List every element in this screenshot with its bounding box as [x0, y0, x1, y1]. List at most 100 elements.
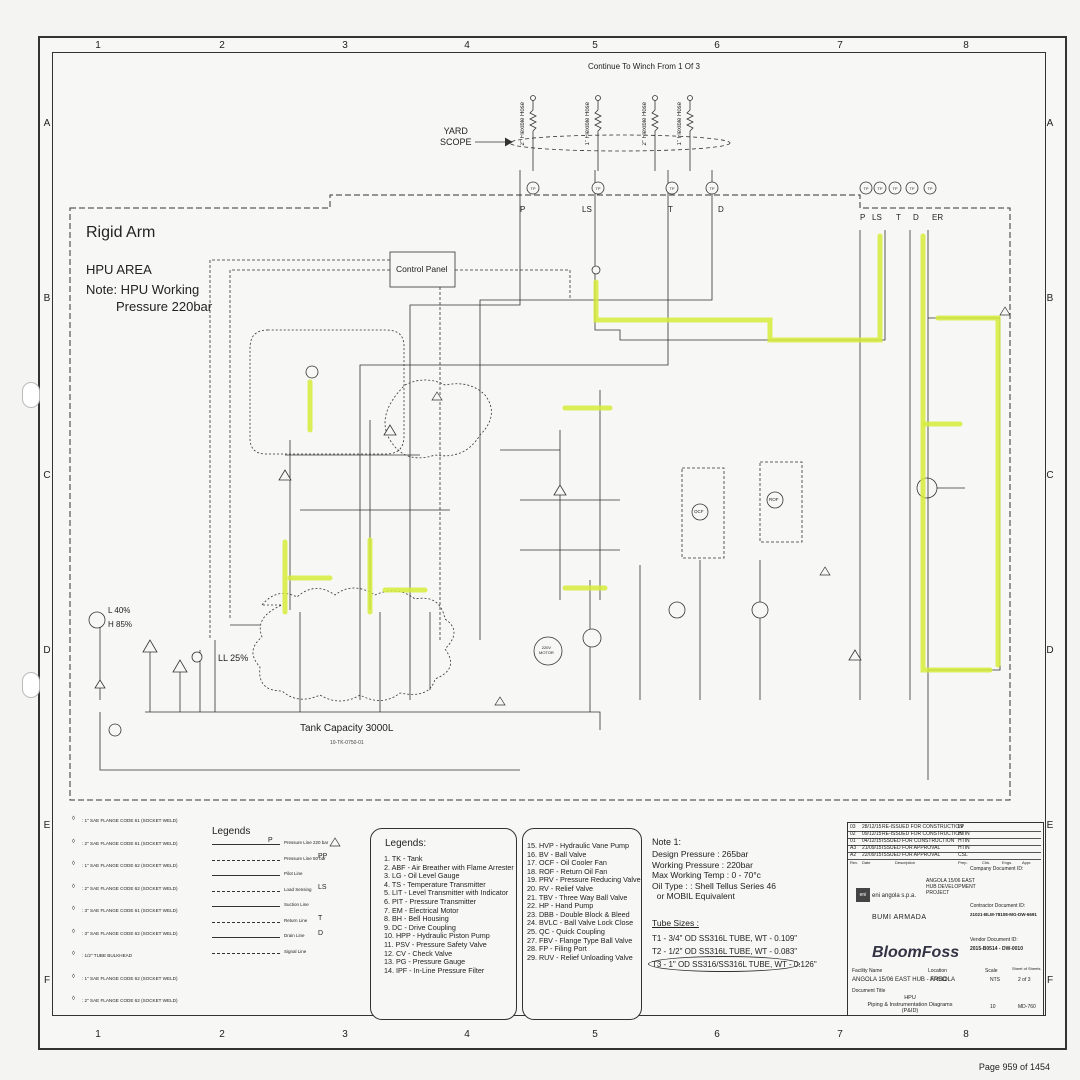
legend-line-code: LS — [318, 883, 327, 891]
flange-code-item: : 3" SAE FLANGE CODE 61 (SOCKET WELD) — [82, 908, 178, 913]
legend-line-sample — [212, 921, 280, 923]
column-header-bottom: 3 — [342, 1029, 348, 1040]
column-header-bottom: 6 — [714, 1029, 720, 1040]
legend-line-label: Return Line — [284, 917, 308, 923]
note1-line: Design Pressure : 265bar — [652, 849, 749, 859]
title-block — [847, 822, 1044, 1016]
continue-note: Continue To Winch From 1 Of 3 — [588, 62, 700, 71]
tp-label-top: D — [718, 205, 724, 214]
sheet-label: Sheet of Sheets — [1012, 966, 1041, 971]
tp-label-right: T — [896, 213, 901, 222]
legend-line-label: Pilot Line — [284, 871, 303, 876]
rev-number: 03 — [850, 824, 856, 830]
rev-number: 02 — [850, 831, 856, 837]
legend-line-code: P — [268, 837, 273, 844]
legend-line-sample — [212, 859, 280, 861]
abbr-item: 25. QC - Quick Coupling — [527, 926, 605, 936]
rev-description: RE-ISSUED FOR CONSTRUCTION — [882, 824, 963, 830]
abbr-item: 9. DC - Drive Coupling — [384, 922, 456, 932]
hpu-note-line2: Pressure 220bar — [116, 299, 213, 314]
scale-label: Scale — [985, 968, 998, 974]
svg-text:TP: TP — [892, 186, 897, 191]
abbr-item: 28. FP - Filing Port — [527, 944, 587, 954]
level-ll: LL 25% — [218, 653, 249, 663]
hpu-area-label: HPU AREA — [86, 262, 152, 277]
abbr-item: 4. TS - Temperature Transmitter — [384, 879, 486, 889]
abbr-item: 15. HVP - Hydraulic Vane Pump — [527, 841, 630, 850]
rev-row-divider — [848, 830, 1041, 832]
rev-header: Appr. — [1022, 860, 1032, 865]
tube-sizes-title: Tube Sizes : — [652, 918, 699, 928]
note1-line: Working Pressure : 220bar — [652, 859, 753, 870]
row-header-left: F — [43, 975, 51, 986]
rev-prepared-by: LP — [958, 824, 965, 830]
svg-text:TP: TP — [909, 186, 914, 191]
abbr-item: 22. HP - Hand Pump — [527, 901, 594, 911]
note1-line: or MOBIL Equivalent — [652, 891, 735, 901]
abbr-item: 23. DBB - Double Block & Bleed — [527, 909, 630, 919]
legend-line-label: Drain Line — [284, 933, 305, 938]
svg-text:TP: TP — [877, 186, 882, 191]
flange-code-item: : 1/2" TUBE BULKHEAD — [82, 953, 133, 958]
rev-header: Date — [862, 860, 871, 865]
note1-line: Max Working Temp : 0 - 70°c — [652, 870, 761, 880]
column-header-bottom: 4 — [464, 1029, 470, 1040]
tp-label-right: LS — [872, 213, 882, 222]
legend-line-sample — [212, 875, 280, 876]
tp-label-top: T — [668, 205, 673, 214]
abbr-item: 19. PRV - Pressure Reducing Valve — [527, 875, 641, 885]
doc-title-label: Document Title — [852, 988, 886, 994]
rev-header: Description — [895, 860, 916, 865]
rev-date: 22/09/15 — [862, 852, 882, 858]
flange-code-item: : 1" SAE FLANGE CODE 62 (SOCKET WELD) — [82, 863, 178, 868]
flange-symbol: ◊ — [72, 838, 75, 845]
legend-line-sample — [212, 844, 280, 845]
rev-number: A3 — [850, 845, 857, 851]
rev-description: ISSUED FOR APPROVAL — [882, 845, 941, 851]
abbr-item: 8. BH - Bell Housing — [384, 914, 449, 924]
binder-hole — [22, 382, 40, 408]
doc-title: HPU Piping & Instrumentation Diagrams (P… — [867, 995, 953, 1014]
contractor-doc: 21021-BLM-78108-MG-DW-6691 — [970, 912, 1037, 917]
column-header-top: 6 — [714, 40, 720, 51]
hose-label: 1" Flexible Hose — [677, 102, 683, 146]
note1-title: Note 1: — [652, 837, 682, 847]
company-doc-label: Company Document ID: — [970, 866, 1024, 872]
column-header-bottom: 2 — [219, 1029, 225, 1040]
rev-header: Prep. — [958, 860, 968, 865]
contractor-doc-label: Contractor Document ID: — [970, 903, 1026, 909]
row-header-left: E — [43, 820, 51, 831]
abbr-item: 7. EM - Electrical Motor — [384, 905, 459, 915]
hpu-note-line1: Note: HPU Working — [86, 282, 200, 297]
binder-hole — [22, 672, 40, 698]
contractor-name: BUMI ARMADA — [872, 914, 927, 921]
abbr-item: 5. LIT - Level Transmitter with Indicato… — [384, 888, 509, 898]
abbr-item: 21. TBV - Three Way Ball Valve — [527, 892, 628, 902]
abbr-item: 13. PG - Pressure Gauge — [384, 957, 466, 967]
column-header-top: 1 — [95, 40, 101, 51]
rev-header: Chk. — [982, 860, 991, 865]
rev-date: 09/12/15 — [862, 831, 882, 837]
hose-label: 2" Flexible Hose — [642, 102, 648, 146]
client-name: eni angola s.p.a. — [872, 893, 917, 899]
note1-line: Oil Type : : Shell Tellus Series 46 — [652, 880, 776, 891]
tp-label-right: D — [913, 213, 919, 222]
project-name: ANGOLA 15/06 EAST HUB DEVELOPMENT PROJEC… — [926, 878, 976, 896]
tube-size-item: T2 - 1/2" OD SS316L TUBE, WT - 0.083" — [652, 947, 798, 956]
rev-number: A2 — [850, 852, 857, 858]
abbr-item: 3. LG - Oil Level Gauge — [384, 871, 460, 881]
flange-symbol: ◊ — [72, 973, 75, 980]
flange-symbol: ◊ — [72, 996, 75, 1002]
flange-symbol: ◊ — [72, 861, 75, 867]
column-header-top: 3 — [342, 40, 348, 51]
column-header-bottom: 1 — [95, 1029, 101, 1040]
rev-prepared-by: HTIN — [958, 845, 970, 851]
system-number: 10 — [990, 1004, 996, 1010]
sub-system: MD-760 — [1018, 1004, 1036, 1010]
page-number: Page 959 of 1454 — [978, 1062, 1050, 1072]
tank-tag: 10-TK-0750-01 — [330, 740, 364, 746]
rev-row-divider — [848, 837, 1041, 839]
svg-text:TP: TP — [669, 186, 674, 191]
